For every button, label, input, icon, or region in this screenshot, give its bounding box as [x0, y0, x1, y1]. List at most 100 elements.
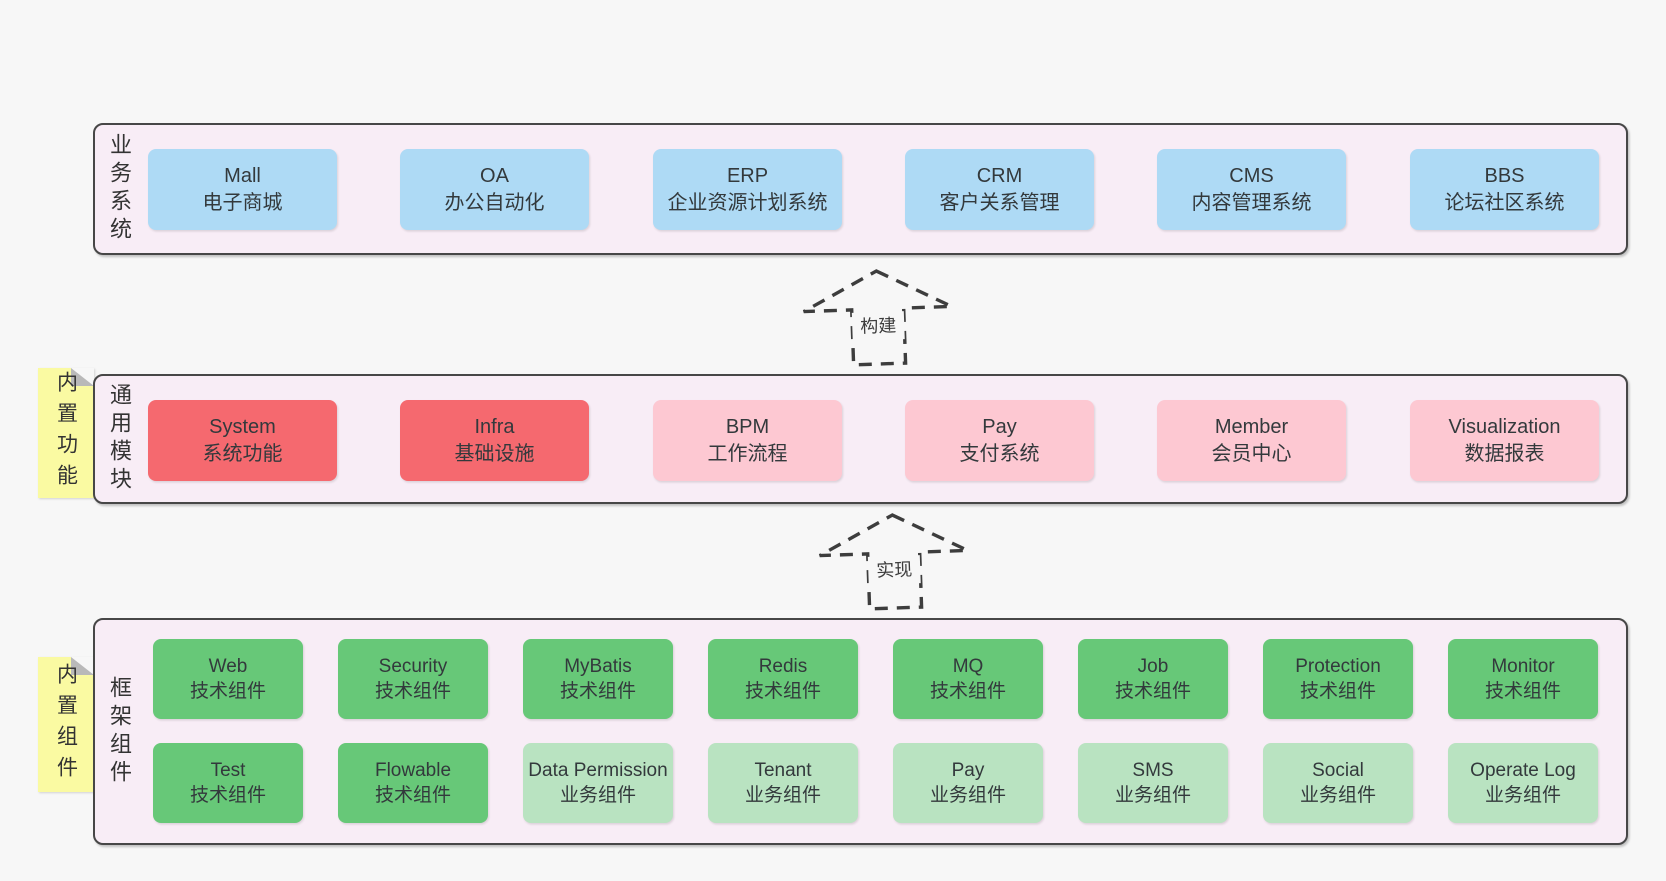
box-subtitle: 技术组件: [559, 681, 636, 702]
box-subtitle: 内容管理系统: [1191, 191, 1312, 214]
box-subtitle: 技术组件: [1114, 681, 1191, 702]
block-arrow-up-shape: [818, 513, 969, 611]
box-crm: CRM 客户关系管理: [905, 149, 1094, 230]
box-title: Protection: [1295, 655, 1381, 677]
box-redis: Redis 技术组件: [708, 639, 858, 719]
box-sms: SMS 业务组件: [1078, 743, 1228, 823]
box-mybatis: MyBatis 技术组件: [523, 639, 673, 719]
box-operate-log: Operate Log 业务组件: [1448, 743, 1598, 823]
box-flowable: Flowable 技术组件: [338, 743, 488, 823]
box-system: System 系统功能: [148, 400, 337, 481]
box-title: MQ: [952, 655, 984, 677]
build-arrow: 构建: [802, 269, 953, 367]
box-mall: Mall 电子商城: [148, 149, 337, 230]
box-subtitle: 技术组件: [744, 681, 821, 702]
box-title: Pay: [982, 416, 1017, 439]
box-title: Infra: [474, 416, 515, 439]
arrow-label-background: [867, 555, 921, 585]
box-cms: CMS 内容管理系统: [1157, 149, 1346, 230]
box-subtitle: 电子商城: [202, 191, 283, 214]
box-subtitle: 业务组件: [1299, 785, 1376, 806]
box-subtitle: 技术组件: [1484, 681, 1561, 702]
box-title: BBS: [1484, 165, 1525, 188]
box-subtitle: 会员中心: [1211, 442, 1292, 465]
box-subtitle: 办公自动化: [444, 191, 545, 214]
box-subtitle: 技术组件: [374, 785, 451, 806]
box-subtitle: 业务组件: [1114, 785, 1191, 806]
box-protection: Protection 技术组件: [1263, 639, 1413, 719]
box-subtitle: 业务组件: [1484, 785, 1561, 806]
box-subtitle: 系统功能: [202, 442, 283, 465]
folded-corner-icon: [71, 657, 94, 675]
panel-label: 业务系统: [107, 133, 132, 245]
box-title: SMS: [1132, 759, 1174, 781]
box-subtitle: 业务组件: [559, 785, 636, 806]
builtin-features-sticky-note: 内置功能: [38, 368, 94, 498]
box-subtitle: 客户关系管理: [939, 191, 1060, 214]
box-title: BPM: [725, 416, 770, 439]
box-tenant: Tenant 业务组件: [708, 743, 858, 823]
box-subtitle: 业务组件: [744, 785, 821, 806]
box-subtitle: 基础设施: [454, 442, 535, 465]
box-subtitle: 论坛社区系统: [1444, 191, 1565, 214]
box-security: Security 技术组件: [338, 639, 488, 719]
box-erp: ERP 企业资源计划系统: [653, 149, 842, 230]
box-title: Social: [1312, 759, 1364, 781]
box-pay-system: Pay 支付系统: [905, 400, 1094, 481]
box-bbs: BBS 论坛社区系统: [1410, 149, 1599, 230]
box-title: CMS: [1229, 165, 1274, 188]
box-subtitle: 技术组件: [929, 681, 1006, 702]
box-subtitle: 技术组件: [189, 785, 266, 806]
arrow-label: 构建: [860, 315, 897, 336]
box-title: Flowable: [374, 759, 452, 781]
box-pay-component: Pay 业务组件: [893, 743, 1043, 823]
box-subtitle: 技术组件: [189, 681, 266, 702]
box-title: Redis: [758, 655, 808, 677]
box-title: Mall: [224, 165, 261, 188]
folded-corner-icon: [71, 368, 94, 386]
framework-components-panel: 框架组件 Web 技术组件 Security 技术组件 MyBatis 技术组件…: [93, 618, 1628, 845]
box-title: System: [209, 416, 276, 439]
box-title: Monitor: [1491, 655, 1555, 677]
panel-label: 通用模块: [107, 383, 132, 495]
business-systems-panel: 业务系统 Mall 电子商城 OA 办公自动化 ERP 企业资源计划系统 CRM…: [93, 123, 1628, 255]
box-subtitle: 业务组件: [929, 785, 1006, 806]
implement-arrow: 实现: [818, 513, 969, 611]
box-infra: Infra 基础设施: [400, 400, 589, 481]
box-title: Test: [210, 759, 246, 781]
box-title: Security: [378, 655, 448, 677]
arrow-label-background: [851, 311, 905, 341]
box-monitor: Monitor 技术组件: [1448, 639, 1598, 719]
block-arrow-up-shape: [802, 269, 953, 367]
arrow-label: 实现: [876, 559, 913, 580]
common-modules-panel: 通用模块 System 系统功能 Infra 基础设施 BPM 工作流程 Pay…: [93, 374, 1628, 504]
box-subtitle: 数据报表: [1464, 442, 1545, 465]
box-test: Test 技术组件: [153, 743, 303, 823]
box-subtitle: 企业资源计划系统: [667, 191, 828, 214]
panel-label: 框架组件: [107, 675, 132, 788]
box-title: Tenant: [754, 759, 812, 781]
box-visualization: Visualization 数据报表: [1410, 400, 1599, 481]
box-title: ERP: [726, 165, 769, 188]
box-bpm: BPM 工作流程: [653, 400, 842, 481]
box-subtitle: 技术组件: [1299, 681, 1376, 702]
box-title: Operate Log: [1470, 759, 1576, 781]
box-subtitle: 支付系统: [959, 442, 1040, 465]
box-job: Job 技术组件: [1078, 639, 1228, 719]
box-subtitle: 技术组件: [374, 681, 451, 702]
box-title: Data Permission: [528, 759, 668, 781]
box-member: Member 会员中心: [1157, 400, 1346, 481]
box-title: OA: [480, 165, 509, 188]
box-web: Web 技术组件: [153, 639, 303, 719]
box-title: CRM: [976, 165, 1023, 188]
box-data-permission: Data Permission 业务组件: [523, 743, 673, 823]
box-oa: OA 办公自动化: [400, 149, 589, 230]
box-mq: MQ 技术组件: [893, 639, 1043, 719]
box-title: Member: [1214, 416, 1289, 439]
sticky-note-label: 内置功能: [54, 371, 78, 495]
box-title: Visualization: [1448, 416, 1561, 439]
builtin-components-sticky-note: 内置组件: [38, 657, 94, 792]
sticky-note-label: 内置组件: [54, 662, 78, 787]
box-social: Social 业务组件: [1263, 743, 1413, 823]
